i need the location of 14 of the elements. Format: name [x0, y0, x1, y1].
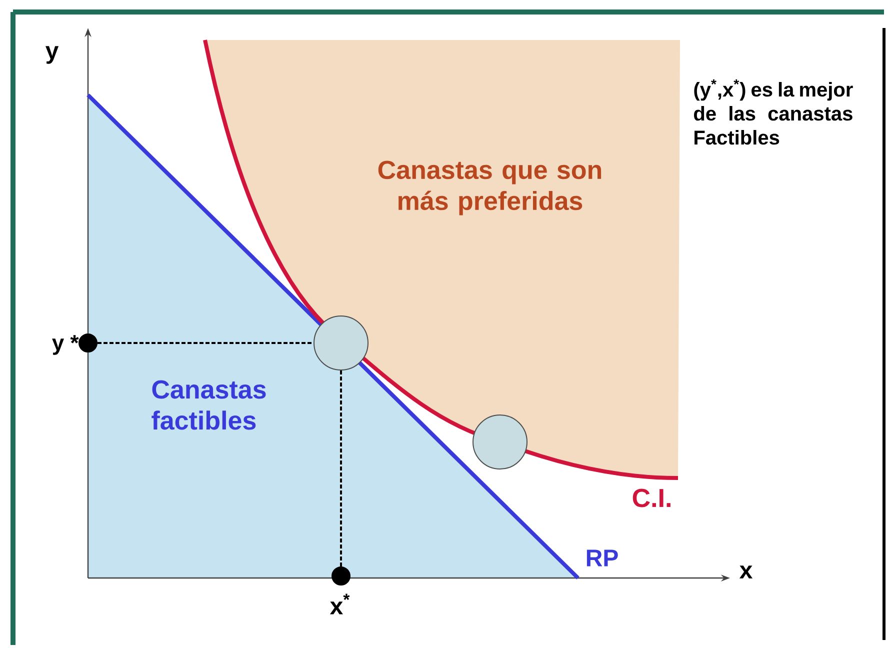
axis-value: y *	[52, 335, 79, 355]
axis-dot	[78, 334, 98, 352]
note-text: (y$^{*}$,x$^{*}$) es la mejor de las canastas Factibles	[694, 79, 853, 145]
line-label: RP	[586, 550, 618, 566]
bundle-marker	[314, 316, 368, 370]
region-label: Canastas factibles	[152, 380, 266, 430]
axis-label: x	[740, 566, 752, 578]
region-label: Canastas que son más preferidas	[378, 160, 602, 216]
axis-dot	[332, 566, 350, 586]
guide-line	[340, 370, 342, 566]
axis-label: y	[46, 46, 59, 64]
curve-label: C.I.	[632, 488, 670, 508]
guide-line	[98, 342, 314, 344]
bundle-marker	[472, 414, 528, 470]
